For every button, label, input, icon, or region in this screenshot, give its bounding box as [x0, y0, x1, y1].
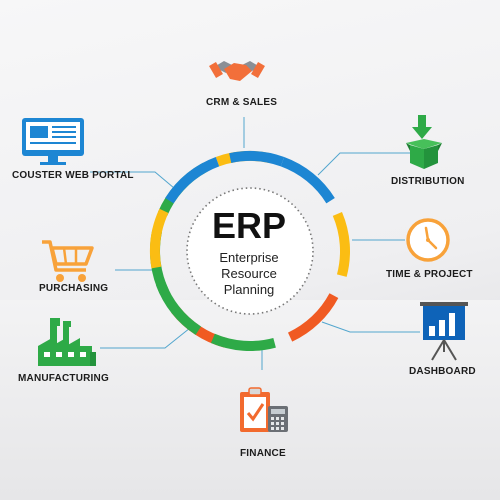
connector-portal: [90, 171, 175, 189]
clock-icon: [406, 218, 450, 262]
erp-title: ERP: [211, 205, 287, 246]
monitor-icon: [22, 118, 84, 165]
connector-dashboard: [321, 321, 420, 333]
handshake-icon: [209, 61, 265, 81]
label-manufacturing: MANUFACTURING: [18, 373, 109, 384]
ring-segment-7: [287, 293, 339, 342]
ring-segment-9: [156, 281, 202, 335]
presentation-board-icon: [420, 302, 468, 361]
connector-manufacturing: [100, 327, 191, 349]
ring-segment-5: [280, 157, 335, 204]
ring: [149, 151, 350, 351]
label-dashboard: DASHBOARD: [409, 366, 476, 377]
label-purchasing: PURCHASING: [39, 283, 109, 294]
calculator-clipboard-icon: [240, 387, 288, 432]
label-couster-web-portal: COUSTER WEB PORTAL: [12, 170, 134, 181]
ring-segment-10: [149, 208, 169, 269]
ring-segment-8: [210, 333, 276, 351]
erp-subtitle-line-1: Enterprise: [219, 250, 279, 265]
factory-icon: [38, 318, 96, 366]
connector-distribution: [317, 152, 415, 176]
label-distribution: DISTRIBUTION: [391, 176, 465, 187]
ring-segment-6: [332, 211, 350, 277]
erp-subtitle-line-3: Planning: [223, 282, 275, 297]
ring-segment-12: [229, 151, 285, 167]
shopping-cart-icon: [42, 240, 94, 282]
package-icon: [406, 115, 442, 169]
label-time-project: TIME & PROJECT: [386, 269, 473, 280]
ring-segment-11: [165, 157, 220, 204]
label-crm-sales: CRM & SALES: [206, 97, 278, 108]
label-finance: FINANCE: [240, 448, 286, 459]
erp-center: ERP Enterprise Resource Planning: [186, 188, 312, 314]
erp-subtitle-line-2: Resource: [221, 266, 277, 281]
center-dotted-circle: [186, 187, 314, 315]
